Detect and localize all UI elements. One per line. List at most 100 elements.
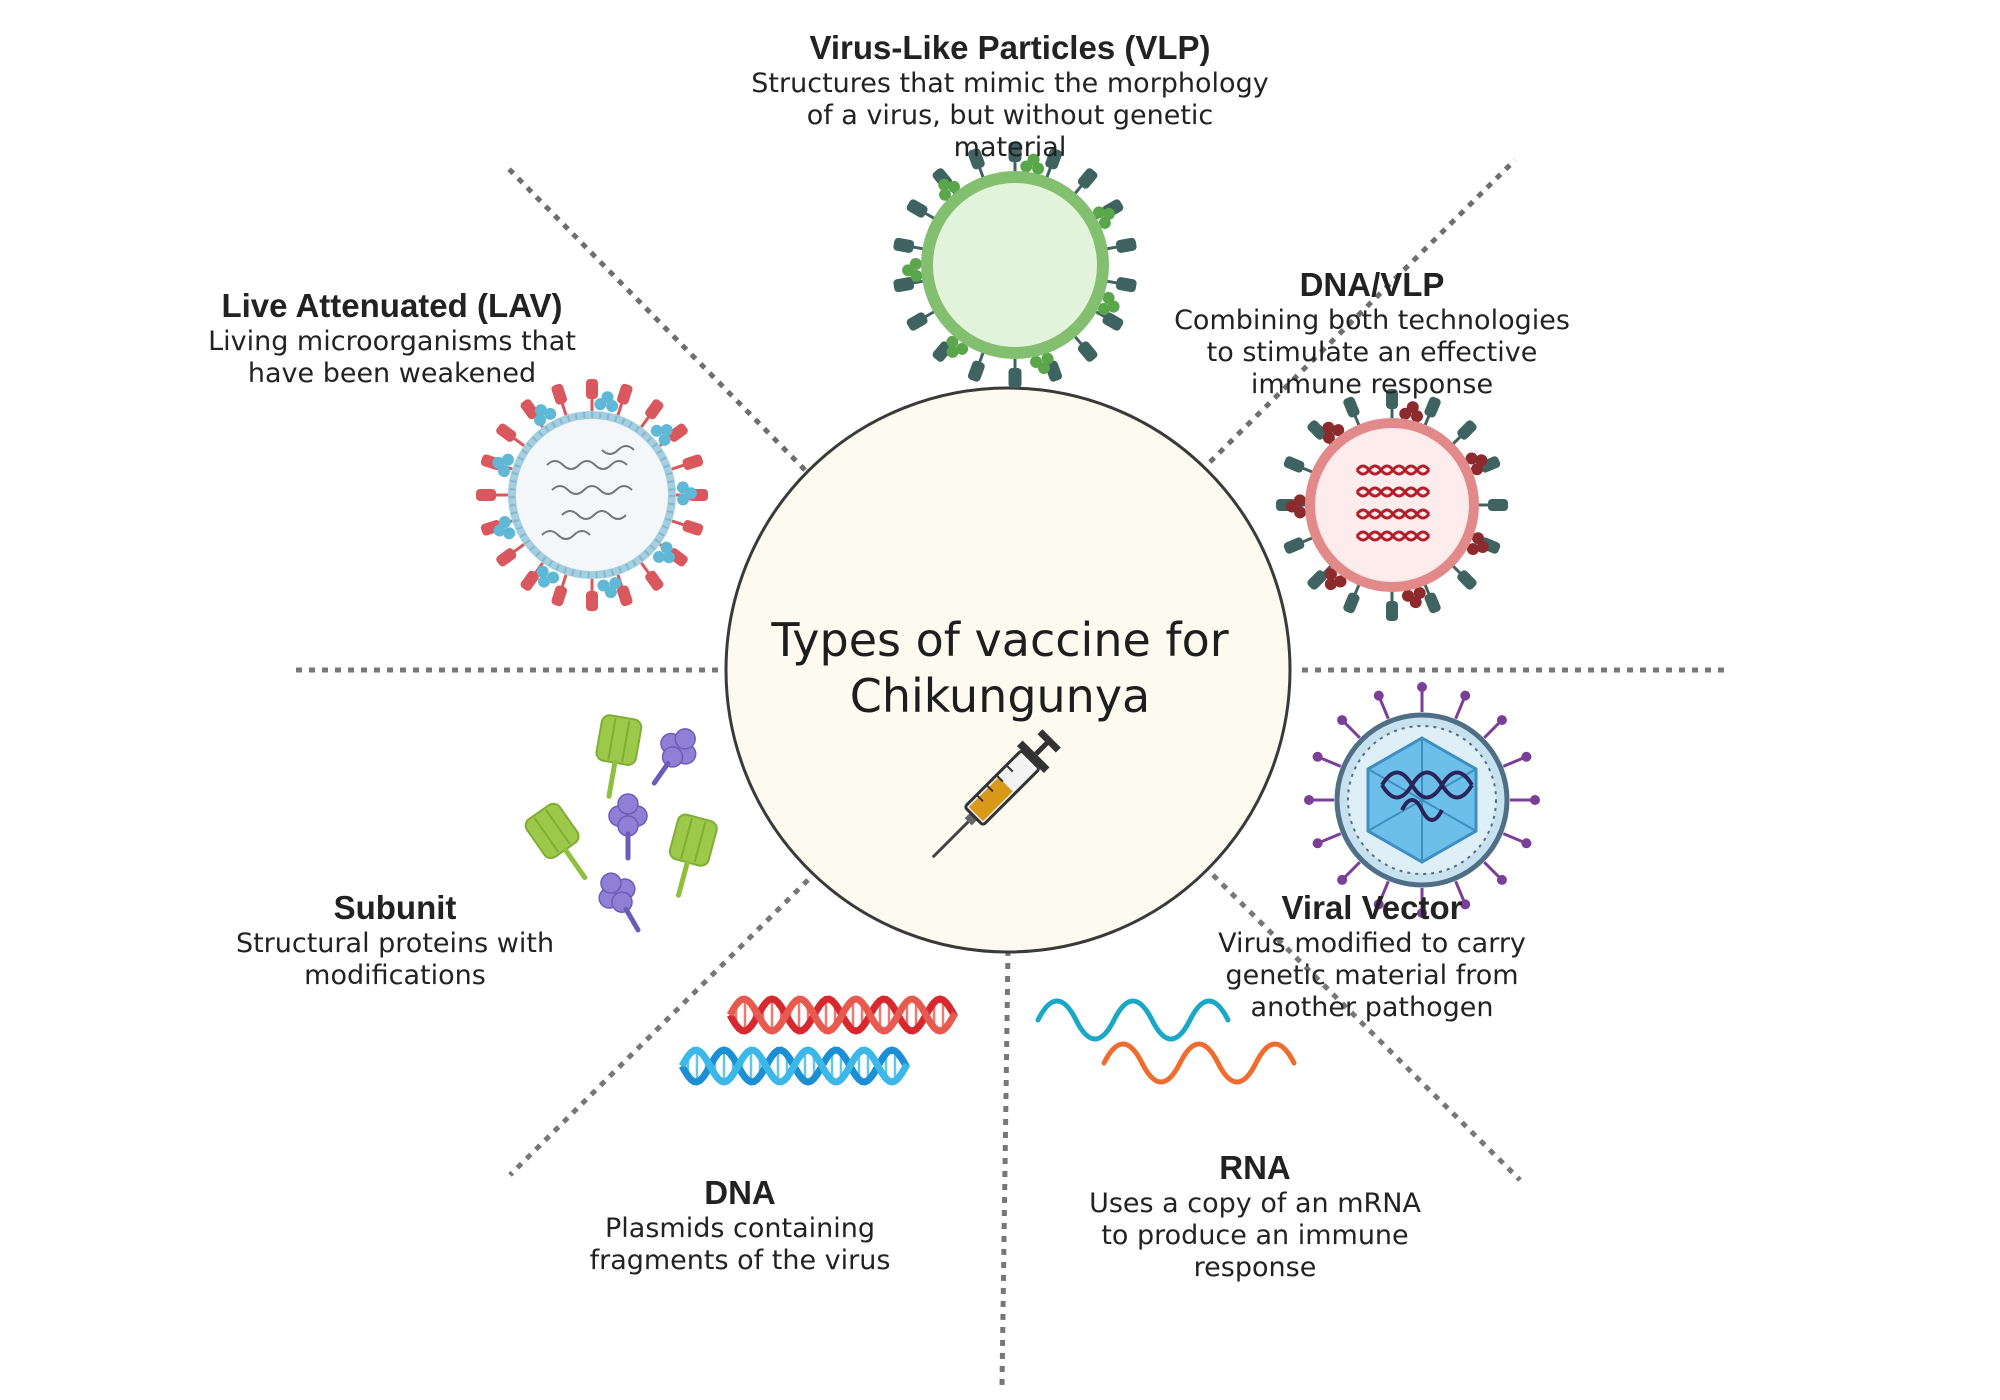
viral-vector-title: Viral Vector — [1281, 889, 1463, 926]
spike — [1343, 396, 1361, 427]
spike — [1451, 420, 1477, 446]
surface-protein — [1322, 421, 1345, 444]
vector-pin — [1417, 682, 1427, 712]
dna-squiggles — [1355, 464, 1431, 542]
spike — [906, 309, 937, 331]
glycoprotein-shape — [524, 802, 588, 881]
dna-helix-icon — [678, 995, 959, 1086]
label-lav: Live Attenuated (LAV) Living microorgani… — [132, 286, 652, 390]
vector-pin — [1502, 751, 1532, 768]
spike — [640, 562, 664, 591]
surface-protein — [533, 404, 557, 427]
dna-vlp-desc-2: to stimulate an effective — [1206, 337, 1538, 368]
surface-protein — [1324, 568, 1347, 591]
spike — [1072, 333, 1098, 362]
surface-protein — [1466, 532, 1489, 556]
viral-vector-desc-2: genetic material from — [1225, 960, 1519, 991]
spike — [1104, 277, 1137, 293]
spike — [1008, 142, 1022, 174]
spike — [586, 579, 598, 611]
vlp-desc-1: Structures that mimic the morphology — [751, 68, 1269, 99]
spike — [1283, 536, 1314, 554]
spike — [1386, 591, 1398, 621]
surface-protein — [597, 577, 622, 599]
protein-subunits-icon — [524, 714, 718, 933]
vector-pin — [1483, 715, 1507, 739]
surface-protein — [492, 453, 514, 478]
spike — [1451, 564, 1477, 590]
vlp-title: Virus-Like Particles (VLP) — [809, 29, 1211, 66]
vector-pin — [1337, 715, 1361, 739]
vector-pin — [1373, 880, 1390, 910]
surface-protein — [536, 565, 560, 588]
surface-protein — [1401, 586, 1426, 609]
spike — [1423, 396, 1441, 427]
lav-desc-2: have been weakened — [247, 358, 537, 389]
surface-protein — [946, 335, 969, 358]
spike — [1008, 356, 1022, 388]
spike — [1044, 148, 1063, 181]
label-viral-vector: Viral Vector Virus modified to carry gen… — [1112, 888, 1632, 1024]
spike — [551, 574, 568, 607]
dna-vlp-particle-icon — [1276, 389, 1508, 621]
rna-desc-1: Uses a copy of an mRNA — [1089, 1188, 1421, 1219]
vlp-desc-2: of a virus, but without genetic material — [806, 100, 1214, 163]
separator-upper-left — [503, 163, 807, 472]
surface-protein — [652, 541, 675, 564]
surface-protein — [1399, 401, 1423, 423]
center-title-line-1: Types of vaccine for — [771, 613, 1229, 667]
label-dna: DNA Plasmids containing fragments of the… — [480, 1173, 1000, 1277]
subunit-desc-1: Structural proteins with — [235, 928, 555, 959]
lav-title: Live Attenuated (LAV) — [221, 287, 563, 324]
dna-desc-1: Plasmids containing — [605, 1213, 875, 1244]
viral-vector-icon — [1304, 682, 1540, 918]
spike — [1343, 583, 1361, 614]
glycoprotein-shape — [595, 714, 643, 799]
surface-protein — [902, 257, 923, 282]
spike — [640, 399, 664, 428]
rna-desc-2: to produce an immune — [1101, 1220, 1409, 1251]
protein-cluster-shape — [608, 793, 648, 861]
vector-pin — [1417, 888, 1427, 918]
dna-vlp-desc-3: immune response — [1250, 369, 1494, 400]
spike — [1478, 499, 1508, 511]
surface-protein — [493, 516, 516, 540]
spike — [1104, 237, 1137, 253]
spike — [476, 489, 508, 501]
spike — [967, 148, 986, 181]
spike — [1283, 456, 1314, 474]
virus-like-particle-icon — [893, 142, 1137, 388]
center-title-line-2: Chikungunya — [849, 669, 1151, 723]
center-circle — [724, 386, 1292, 954]
vector-pin — [1312, 751, 1342, 768]
surface-protein — [676, 481, 697, 506]
spike — [1423, 583, 1441, 614]
viral-vector-desc-3: another pathogen — [1250, 992, 1494, 1023]
vector-pin — [1337, 861, 1361, 885]
surface-protein — [938, 178, 960, 201]
spike — [671, 454, 704, 471]
dna-vlp-desc-1: Combining both technologies — [1174, 305, 1570, 336]
dna-desc-2: fragments of the virus — [589, 1245, 891, 1276]
subunit-desc-2: modifications — [304, 960, 486, 991]
surface-protein — [1093, 206, 1115, 229]
surface-protein — [594, 391, 619, 413]
separator-lines — [290, 158, 1725, 1386]
surface-protein — [1030, 352, 1054, 375]
rna-desc-3: response — [1193, 1252, 1317, 1283]
label-vlp: Virus-Like Particles (VLP) Structures th… — [750, 28, 1270, 164]
helix-strand-pair — [678, 1046, 911, 1086]
spike — [496, 543, 525, 567]
rna-title: RNA — [1219, 1149, 1291, 1186]
live-attenuated-virus-icon — [476, 379, 708, 611]
lav-desc-1: Living microorganisms that — [208, 326, 576, 357]
viral-vector-desc-1: Virus modified to carry — [1218, 928, 1526, 959]
separator-lower-left — [508, 878, 810, 1177]
vector-pin — [1483, 861, 1507, 885]
spike — [1307, 564, 1333, 590]
vector-pin — [1304, 795, 1334, 805]
surface-protein — [650, 424, 673, 446]
spike — [893, 237, 926, 253]
spike — [496, 423, 525, 447]
